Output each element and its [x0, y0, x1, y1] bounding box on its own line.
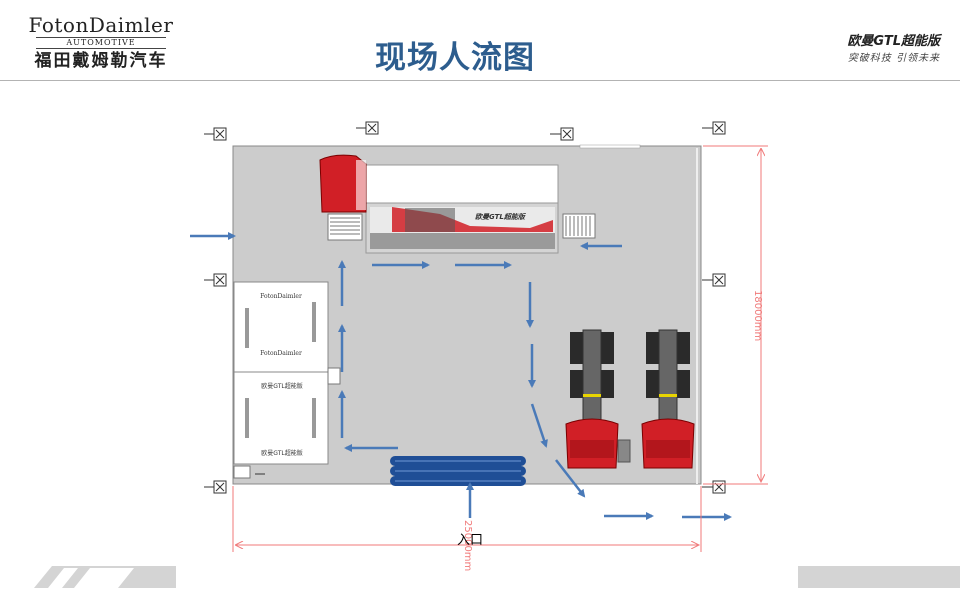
height-dimension-label: 18000mm [752, 290, 763, 341]
lamp-post-icon [204, 127, 227, 141]
flow-arrow-icon [555, 459, 586, 498]
brand-name-cn: 福田戴姆勒汽车 [34, 51, 168, 71]
panel-logo: FotonDaimler [260, 350, 302, 357]
footer-bar [798, 566, 960, 588]
width-dimension-label: 25000mm [462, 520, 473, 571]
product-slogan: 突破科技 引领未来 [847, 53, 940, 64]
lamp-post-icon [550, 127, 574, 141]
brand-name: FotonDaimler [28, 13, 174, 37]
trailer-banner: 欧曼GTL超能版 [475, 212, 527, 221]
panel-gtl: 欧曼GTL超能版 [261, 382, 302, 390]
panel-gtl: 欧曼GTL超能版 [261, 449, 302, 457]
entrance-label: 入口 [457, 533, 483, 548]
floor-edge-marker [579, 144, 641, 149]
footer-stripe-decoration [34, 566, 176, 588]
page-title: 现场人流图 [375, 40, 535, 76]
truck-icon [641, 329, 695, 469]
blue-display-cover [390, 456, 526, 486]
product-name: 欧曼GTL超能版 [847, 34, 940, 49]
lamp-post-icon [702, 121, 726, 135]
lamp-post-icon [204, 273, 227, 287]
dimension-width: 25000mm [232, 486, 702, 571]
lamp-post-icon [702, 273, 726, 287]
fotondaimler-logo: FotonDaimler AUTOMOTIVE 福田戴姆勒汽车 [26, 14, 176, 71]
header-divider [0, 80, 960, 81]
brand-subtitle: AUTOMOTIVE [36, 37, 166, 49]
lamp-post-icon [204, 480, 227, 494]
lamp-post-icon [356, 121, 379, 135]
truck-icon: 欧曼GTL超能版 [319, 154, 596, 254]
lamp-post-icon [702, 480, 726, 494]
flow-arrow-icon [530, 403, 548, 448]
panel-logo: FotonDaimler [260, 293, 302, 300]
truck-icon [565, 329, 631, 469]
gtl-logo: 欧曼GTL超能版 突破科技 引领未来 [790, 30, 940, 64]
dimension-height: 18000mm [703, 145, 768, 485]
display-panel: FotonDaimler FotonDaimler 欧曼GTL超能版 欧曼GTL… [233, 281, 341, 479]
